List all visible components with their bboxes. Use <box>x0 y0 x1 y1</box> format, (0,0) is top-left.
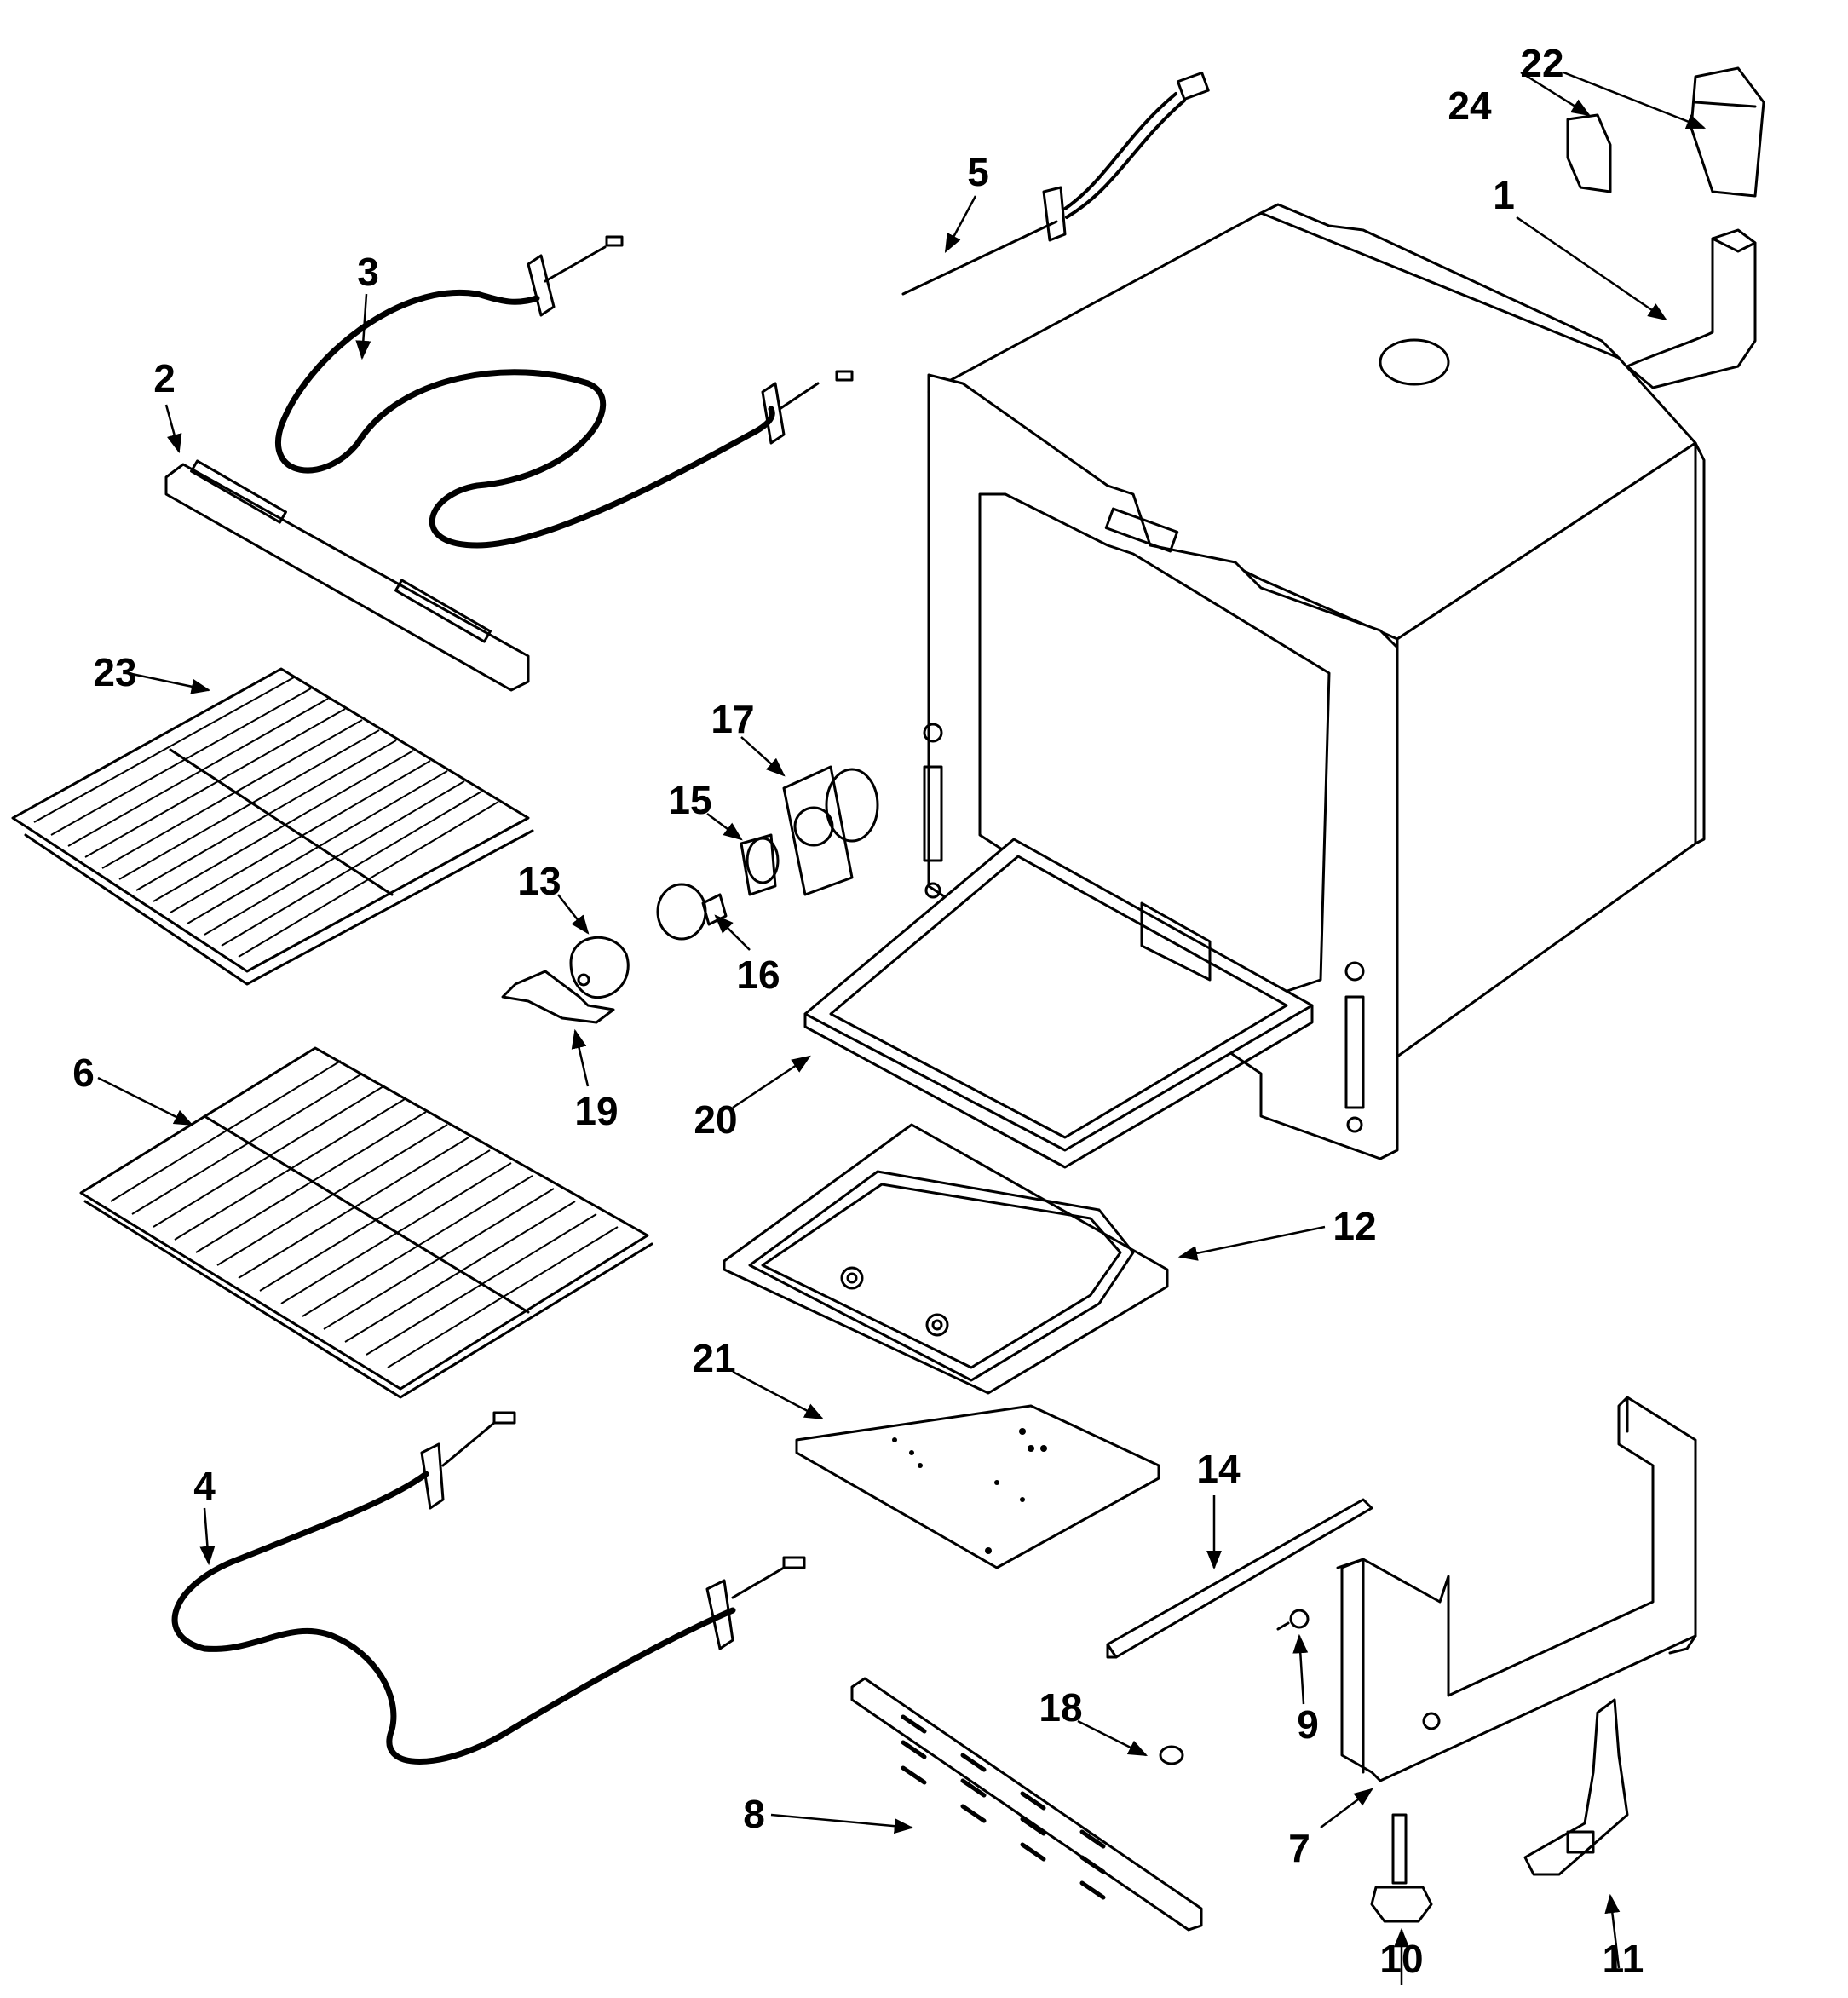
callout-21: 21 <box>692 1336 735 1380</box>
part-9-screw <box>1276 1609 1310 1631</box>
callout-1: 1 <box>1493 173 1515 217</box>
part-24-clip <box>1566 113 1612 193</box>
callout-17: 17 <box>711 697 754 741</box>
part-8-toe-kick <box>850 1677 1203 1932</box>
part-22-cover <box>1690 66 1765 198</box>
callout-13: 13 <box>517 859 561 903</box>
callout-11: 11 <box>1603 1937 1644 1981</box>
callout-4: 4 <box>193 1464 216 1508</box>
part-21-cover-plate <box>795 1404 1160 1569</box>
callout-14: 14 <box>1196 1447 1241 1491</box>
callout-23: 23 <box>93 650 136 694</box>
part-1-duct <box>1626 228 1757 389</box>
callout-18: 18 <box>1039 1685 1082 1730</box>
part-23-oven-rack <box>11 667 534 986</box>
callout-5: 5 <box>967 150 989 194</box>
callout-19: 19 <box>574 1089 618 1133</box>
callout-20: 20 <box>694 1097 737 1142</box>
callout-10: 10 <box>1379 1937 1423 1981</box>
callout-22: 22 <box>1520 41 1563 85</box>
part-17-light-housing <box>782 765 879 896</box>
part-5-sensor <box>901 71 1210 296</box>
part-16-bulb <box>656 883 728 941</box>
part-10-leveling-leg <box>1370 1813 1433 1923</box>
callout-15: 15 <box>668 778 711 822</box>
callout-labels: 1 2 3 4 5 6 7 8 9 10 11 12 13 14 15 16 1… <box>72 41 1644 1981</box>
part-6-oven-rack <box>79 1046 653 1399</box>
callout-3: 3 <box>357 250 379 294</box>
vent-hole <box>1379 338 1450 386</box>
part-15-socket <box>740 833 780 896</box>
oven-cavity <box>923 203 1706 1160</box>
callout-2: 2 <box>153 356 176 400</box>
callout-7: 7 <box>1288 1826 1310 1870</box>
part-4-bake-element <box>171 1411 806 1765</box>
part-12-bottom-plate <box>723 1123 1169 1395</box>
part-11-bracket <box>1523 1698 1629 1876</box>
callout-8: 8 <box>743 1792 765 1836</box>
callout-16: 16 <box>736 953 780 997</box>
leader-lines <box>97 71 1707 1985</box>
callout-12: 12 <box>1333 1204 1376 1248</box>
part-13-lens-cover <box>569 936 630 999</box>
part-14-trim <box>1106 1498 1373 1659</box>
part-7-side-frame <box>1336 1396 1697 1782</box>
callout-9: 9 <box>1297 1702 1319 1747</box>
part-3-broil-element <box>275 235 854 549</box>
part-19-wire-clip <box>501 970 615 1024</box>
part-2-bracket <box>164 459 530 692</box>
callout-24: 24 <box>1448 83 1492 128</box>
callout-6: 6 <box>72 1051 95 1095</box>
part-20-oven-bottom <box>803 838 1314 1169</box>
part-18-grommet <box>1159 1745 1184 1765</box>
